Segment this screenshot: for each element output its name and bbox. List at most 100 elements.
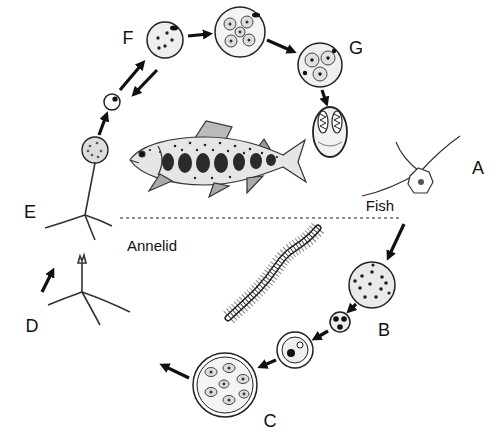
mature-pansporocyst-part-part [242, 378, 245, 381]
enveloped-cell-part [277, 332, 313, 368]
fish-spots-part [249, 148, 252, 151]
cycle-arrows-part [267, 40, 292, 51]
binucleate-cell-part [337, 324, 343, 330]
host-label: Fish [366, 198, 394, 213]
worm-fill [228, 228, 318, 318]
sporogonic-plasmodium-part-part [230, 40, 233, 43]
cycle-arrows-part [316, 331, 328, 338]
annelid-worm [228, 228, 318, 318]
sporogonic-plasmodium-part [229, 21, 251, 43]
myxospore-part [318, 142, 342, 146]
pansporocyst-part-part [363, 295, 367, 299]
mature-pansporocyst-part-part [223, 396, 235, 405]
pansporoblast-part [305, 51, 335, 81]
fish-spots-part [204, 144, 207, 147]
sporoplasm-cell [104, 94, 120, 110]
stage-letter: D [26, 317, 39, 335]
mature-pansporocyst-part-part [237, 375, 249, 384]
sporogonic-plasmodium-part [224, 16, 255, 47]
sporogonic-plasmodium-part-part [224, 18, 236, 30]
parr-marks-part [233, 153, 245, 171]
fish-spots-part [149, 149, 151, 151]
host-label: Annelid [127, 238, 177, 253]
mature-pansporocyst-part-part [243, 393, 246, 396]
released-actinospore-part-part [97, 156, 100, 159]
released-actinospore-part-part [87, 150, 90, 153]
parr-marks-part [178, 153, 192, 173]
released-actinospore-part-part [89, 145, 92, 148]
cycle-arrows-part [188, 34, 208, 36]
released-actinospore-part-part [91, 154, 94, 157]
fish-body [130, 137, 306, 185]
fish-spots-part [229, 176, 231, 178]
pansporocyst-part-part [368, 282, 372, 286]
binucleate-cell-part [333, 316, 339, 322]
stage-letter: A [472, 159, 484, 177]
sporogonic-plasmodium-part-part [248, 39, 251, 42]
pansporocyst-part [349, 262, 395, 308]
enveloped-cell [277, 332, 313, 368]
worm-segments [228, 228, 318, 318]
pansporoblast-part [298, 43, 342, 87]
mature-pansporocyst-part [210, 367, 246, 402]
fish-spots-part [212, 149, 214, 151]
early-plasmodium-part-part [157, 46, 160, 49]
pansporocyst-part-part [374, 295, 378, 299]
mature-pansporocyst-part-part [210, 371, 213, 374]
early-plasmodium-part [156, 31, 173, 49]
pansporoblast-part-part [321, 51, 335, 65]
cycle-arrows-part [120, 64, 142, 90]
myxospore-part [320, 114, 326, 129]
pansporocyst-part-part [387, 291, 390, 294]
sporogonic-plasmodium-part [215, 7, 265, 57]
parr-marks-part [266, 154, 276, 166]
fish-spots-part [189, 142, 192, 145]
binucleate-cell-part [330, 312, 350, 332]
worm-outline [228, 228, 318, 318]
sporogonic-plasmodium-part-part [229, 23, 232, 26]
released-actinospore-part [87, 142, 103, 159]
pansporoblast-part-part [326, 56, 329, 59]
early-plasmodium-part-part [156, 36, 159, 39]
released-actinospore-part [85, 163, 95, 215]
fish-spots-part [276, 156, 278, 158]
pansporoblast-part [303, 49, 336, 76]
folded-actinospore-part [78, 255, 86, 263]
pansporocyst-part-part [379, 287, 383, 291]
parr-marks-part [214, 153, 228, 173]
stage-letter: C [264, 412, 277, 430]
pansporoblast-part-part [318, 72, 321, 75]
mature-pansporocyst-part-part [228, 367, 231, 370]
stage-letter: G [349, 39, 363, 57]
mature-pansporocyst-part [193, 353, 257, 417]
worm-bristles [228, 228, 318, 318]
cycle-arrows-part [262, 360, 276, 366]
parr-marks [162, 153, 276, 173]
cycle-arrows-part [135, 70, 157, 93]
mature-pansporocyst-part [205, 364, 249, 405]
enveloped-cell-part [287, 349, 295, 357]
parr-marks-part [250, 153, 262, 169]
sporogonic-plasmodium-part-part [243, 34, 255, 46]
pelvic-fin [209, 183, 229, 197]
released-actinospore-part [82, 137, 108, 163]
folded-actinospore-part [48, 292, 82, 305]
sporogonic-plasmodium-part [252, 13, 260, 18]
pansporoblast [298, 43, 342, 87]
dorsal-fin [195, 121, 232, 139]
mature-pansporocyst-part-part [219, 380, 229, 388]
anal-fin [247, 176, 263, 193]
mature-pansporocyst-part-part [228, 399, 231, 402]
myxospore [313, 107, 347, 157]
cycle-arrows-part [164, 366, 189, 378]
released-actinospore-part [85, 215, 95, 240]
mature-pansporocyst-part-part [210, 391, 213, 394]
mature-pansporocyst-part-part [239, 390, 249, 398]
pansporocyst-part-part [384, 281, 388, 285]
pansporoblast-part-part [305, 53, 319, 67]
sporoplasm-cell-part [112, 96, 117, 101]
fish-spots-part [196, 149, 198, 151]
folded-actinospore-part [81, 262, 83, 292]
